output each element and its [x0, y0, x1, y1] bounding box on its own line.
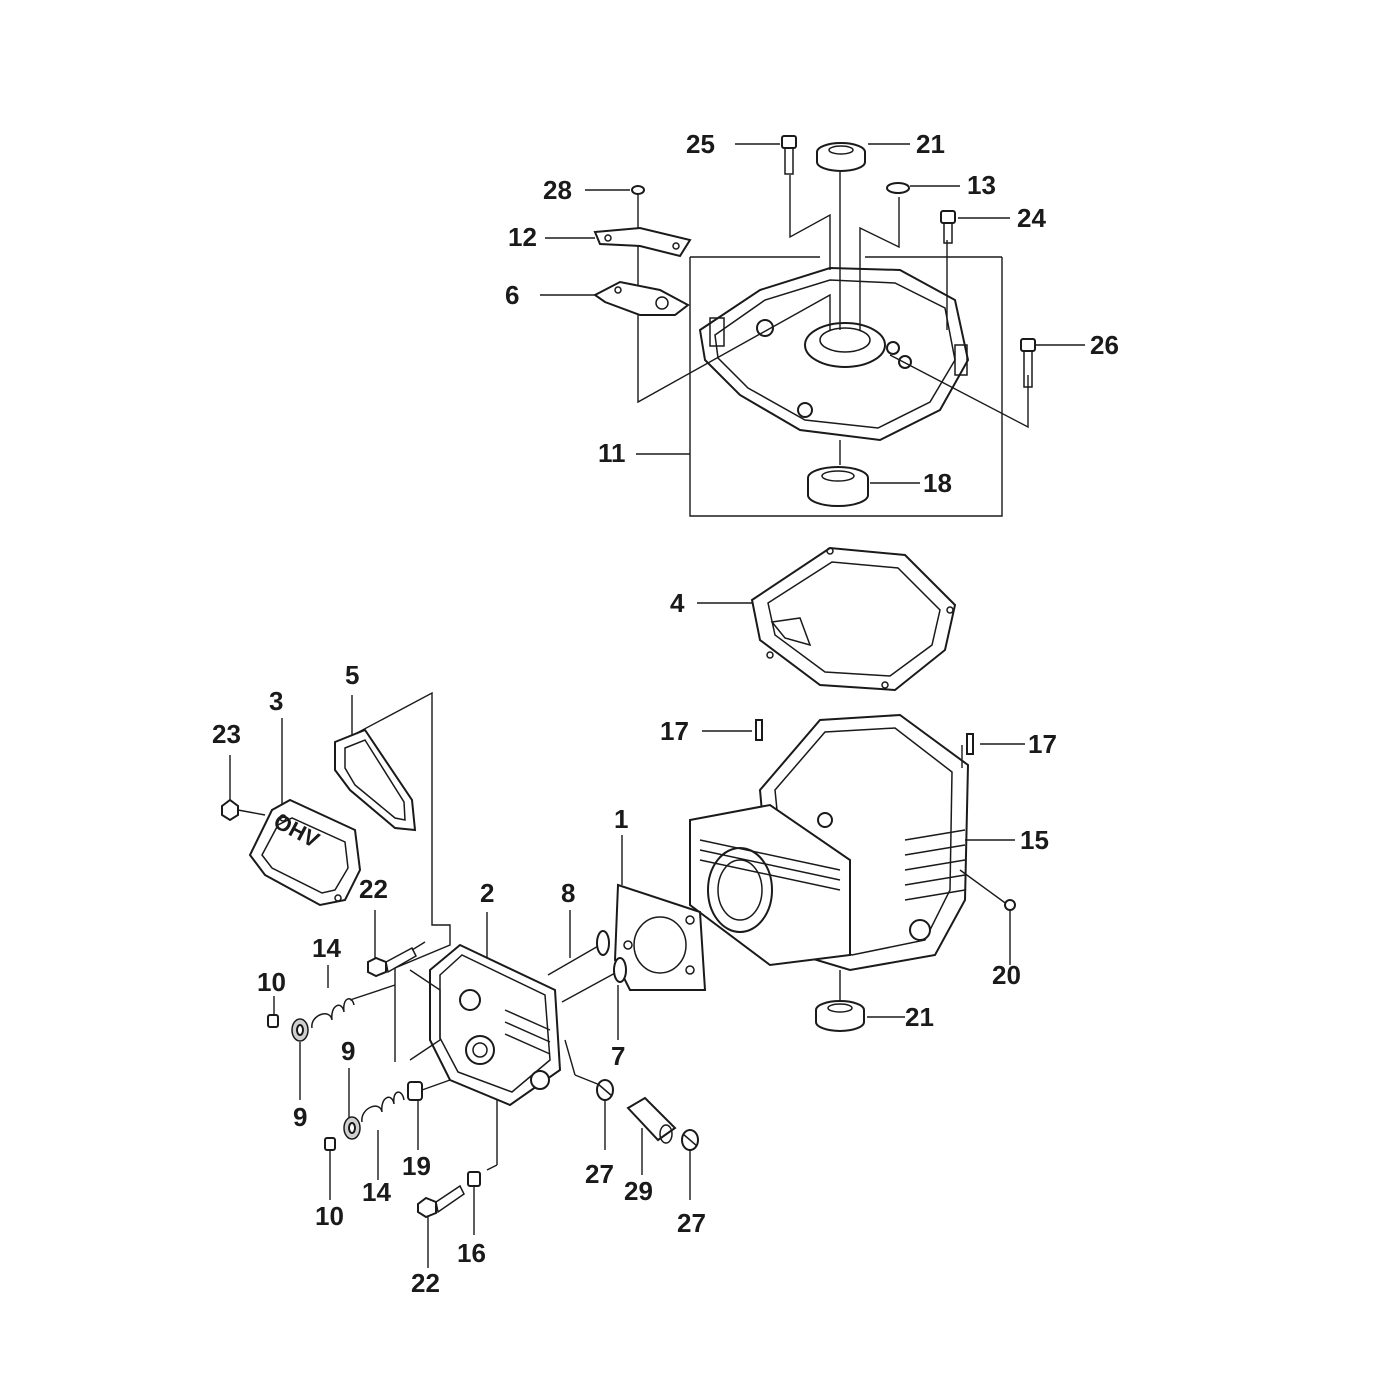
label-14-top: 14: [312, 933, 341, 963]
valves: [547, 910, 627, 1040]
label-10-top: 10: [257, 967, 286, 997]
label-7: 7: [611, 1041, 625, 1071]
label-9-top: 9: [341, 1036, 355, 1066]
breather-hose: [596, 1079, 699, 1200]
cylinder-head: [339, 691, 601, 1171]
gasket-4: [697, 546, 957, 692]
label-23: 23: [212, 719, 241, 749]
label-22-bottom: 22: [411, 1268, 440, 1298]
label-27-left: 27: [585, 1159, 614, 1189]
label-21-top: 21: [916, 129, 945, 159]
label-1: 1: [614, 804, 628, 834]
head-gasket: [613, 835, 707, 991]
label-22-top: 22: [359, 874, 388, 904]
cylinder-block: [689, 713, 1025, 1032]
label-12: 12: [508, 222, 537, 252]
label-28: 28: [543, 175, 572, 205]
label-6: 6: [505, 280, 519, 310]
label-2: 2: [480, 878, 494, 908]
label-11: 11: [598, 438, 626, 468]
label-29: 29: [624, 1176, 653, 1206]
label-16: 16: [457, 1238, 486, 1268]
label-15: 15: [1020, 825, 1049, 855]
crankcase-cover-assembly: [540, 135, 1085, 517]
label-18: 18: [923, 468, 952, 498]
bolt-23: [221, 755, 266, 822]
rocker-gasket: [334, 695, 417, 832]
label-17-left: 17: [660, 716, 689, 746]
label-5: 5: [345, 660, 359, 690]
label-9-bottom: 9: [293, 1102, 307, 1132]
label-4: 4: [670, 588, 685, 618]
label-21-bottom: 21: [905, 1002, 934, 1032]
label-24: 24: [1017, 203, 1046, 233]
label-17-right: 17: [1028, 729, 1057, 759]
label-27-right: 27: [677, 1208, 706, 1238]
label-3: 3: [269, 686, 283, 716]
rocker-cover: OHV: [248, 718, 362, 907]
label-26: 26: [1090, 330, 1119, 360]
label-8: 8: [561, 878, 575, 908]
head-bolts-and-springs: [267, 910, 481, 1268]
label-10-bottom: 10: [315, 1201, 344, 1231]
label-14-bottom: 14: [362, 1177, 391, 1207]
label-13: 13: [967, 170, 996, 200]
label-25: 25: [686, 129, 715, 159]
label-19: 19: [402, 1151, 431, 1181]
label-20: 20: [992, 960, 1021, 990]
part-labels: 25 21 13 28 24 12 6 26 11 18 4 5 3 23 17…: [212, 129, 1119, 1298]
